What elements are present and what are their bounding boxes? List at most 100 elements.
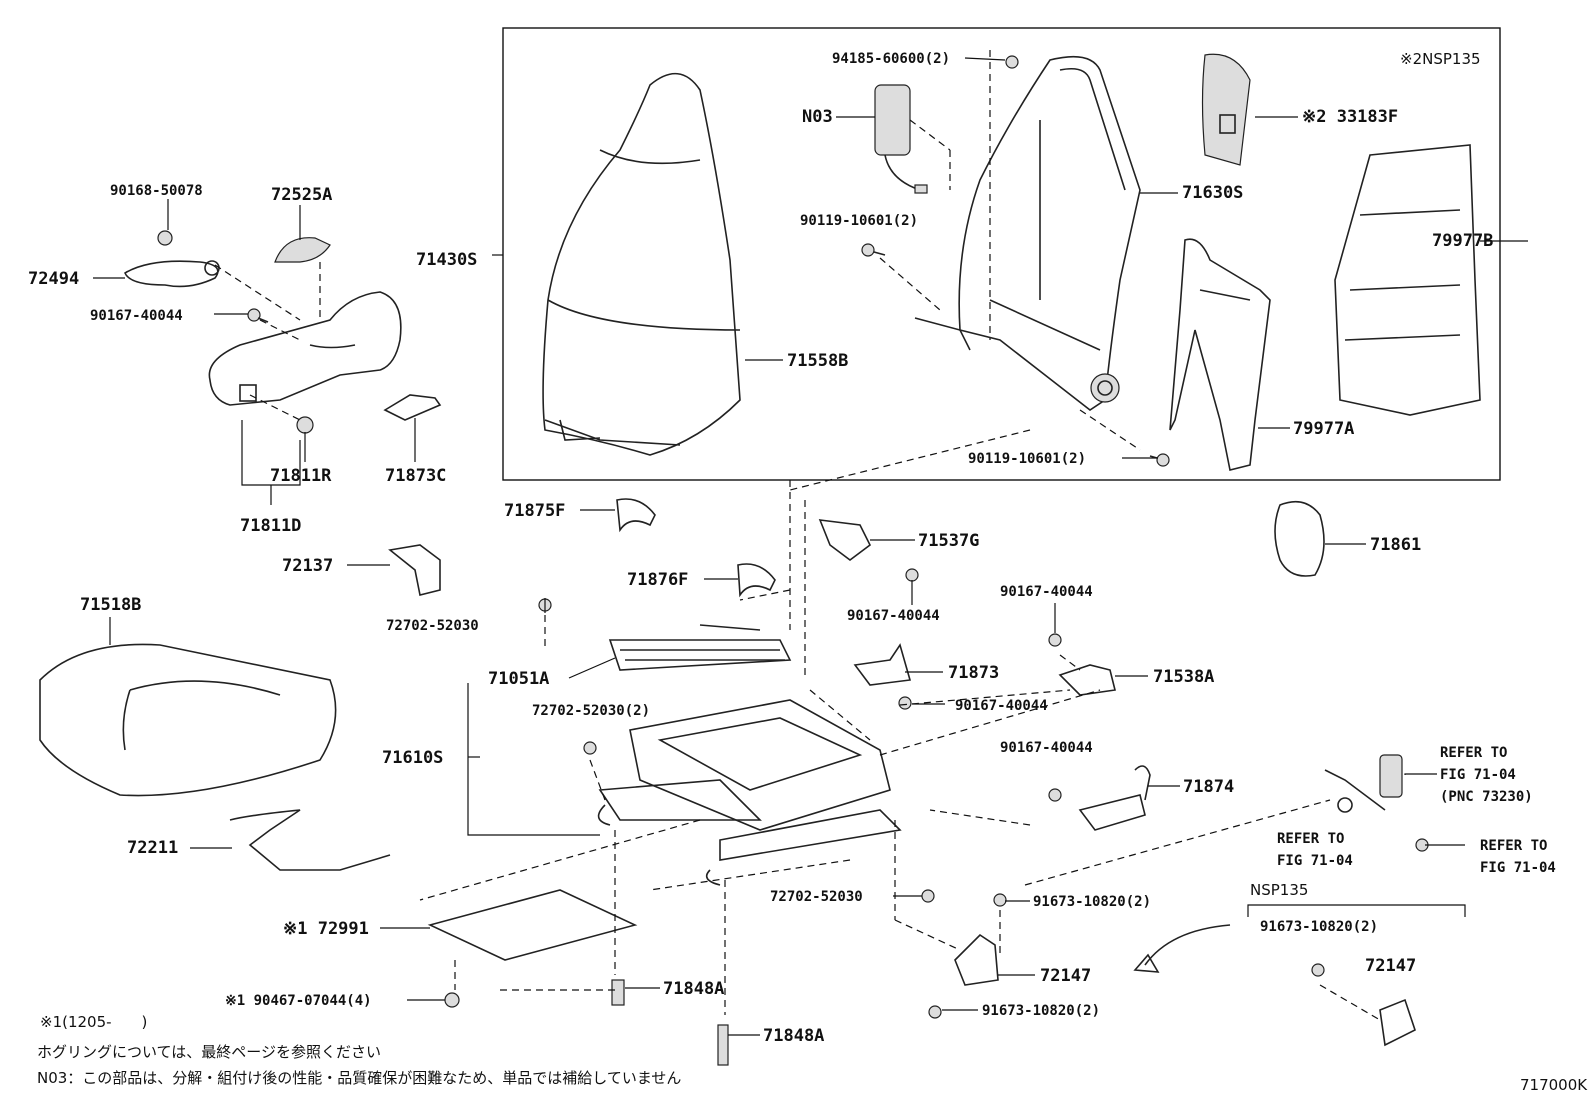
note-line-2: ホグリングについては、最終ページを参照ください (37, 1043, 381, 1061)
label-90467-07044: ※1 90467-07044(4) (225, 993, 372, 1009)
bolt-94185-shape (1005, 55, 1019, 69)
label-79977a: 79977A (1293, 419, 1354, 439)
label-91673-10820-c: 91673-10820(2) (982, 1003, 1100, 1019)
label-72137: 72137 (282, 556, 333, 576)
plate-72991-shape (427, 889, 638, 961)
seat-cushion-71518b-shape (39, 643, 337, 797)
cover-72137-shape (388, 544, 441, 596)
label-90167-40044-a: 90167-40044 (90, 308, 183, 324)
label-71630s: 71630S (1182, 183, 1243, 203)
side-airbag-shape (874, 84, 928, 194)
bracket-72147b-shape (1379, 998, 1416, 1047)
bracket-71873-shape (853, 643, 912, 686)
label-71861: 71861 (1370, 535, 1421, 555)
figure-id: 717000K (1520, 1076, 1588, 1094)
label-72211: 72211 (127, 838, 178, 858)
label-refer-1c: (PNC 73230) (1440, 789, 1533, 805)
bracket-71873c-shape (383, 394, 442, 421)
label-72525a: 72525A (271, 185, 332, 205)
wire-72211-shape (229, 809, 391, 871)
pad-79977a-shape (1169, 238, 1271, 471)
cushion-frame-71610s-shape (597, 699, 902, 886)
side-cover-71811-shape (208, 291, 402, 406)
spring-71051a-shape (608, 624, 792, 671)
label-72702-52030-c: 72702-52030 (770, 889, 863, 905)
label-71537g: 71537G (918, 531, 979, 551)
label-91673-10820-a: 91673-10820(2) (1033, 894, 1151, 910)
label-71430s: 71430S (416, 250, 477, 270)
label-nsp135-top: ※2NSP135 (1400, 50, 1481, 68)
label-72147-b: 72147 (1365, 956, 1416, 976)
label-71811r: 71811R (270, 466, 332, 486)
bolt-90167c-shape (1048, 633, 1062, 647)
label-90119-10601-b: 90119-10601(2) (968, 451, 1086, 467)
seatback-frame-shape (914, 55, 1141, 411)
label-90167-40044-b: 90167-40044 (847, 608, 940, 624)
seatback-cover-shape (542, 72, 741, 456)
label-72702-52030-b: 72702-52030(2) (532, 703, 650, 719)
label-71610s: 71610S (382, 748, 443, 768)
note-line-1: ※1(1205- ) (40, 1013, 147, 1031)
label-33183f: ※2 33183F (1302, 107, 1398, 127)
bracket-72147a-shape (954, 933, 999, 986)
label-refer-1b: FIG 71-04 (1440, 767, 1516, 783)
label-91673-10820-b: 91673-10820(2) (1260, 919, 1378, 935)
label-79977b: 79977B (1432, 231, 1493, 251)
label-72494: 72494 (28, 269, 79, 289)
label-refer-3b: FIG 71-04 (1480, 860, 1556, 876)
bolt-90167d-shape (898, 696, 912, 710)
bolt-90167a-shape (247, 308, 269, 323)
label-71848a-2: 71848A (763, 1026, 824, 1046)
bolt-90167e-shape (1048, 788, 1062, 802)
bolt-90119a-shape (861, 243, 886, 257)
replacement-arrow (1144, 924, 1231, 966)
label-nsp135-bottom: NSP135 (1250, 881, 1308, 899)
label-71873c: 71873C (385, 466, 446, 486)
label-71538a: 71538A (1153, 667, 1214, 687)
bolt-72702c-shape (921, 889, 935, 903)
lever-knob-72525a-shape (274, 237, 331, 263)
clip-90467-shape (444, 992, 460, 1008)
label-71518b: 71518B (80, 595, 141, 615)
label-72147-a: 72147 (1040, 966, 1091, 986)
nsp135-bracket-line (1247, 904, 1466, 917)
clip-71811r-shape (296, 416, 314, 434)
label-refer-2a: REFER TO (1277, 831, 1344, 847)
headrest-bracket-33183f-shape (1201, 53, 1251, 166)
label-94185-60600: 94185-60600(2) (832, 51, 950, 67)
label-90167-40044-c: 90167-40044 (1000, 584, 1093, 600)
label-refer-1a: REFER TO (1440, 745, 1507, 761)
label-72702-52030-a: 72702-52030 (386, 618, 479, 634)
label-90168-50078: 90168-50078 (110, 183, 203, 199)
label-71876f: 71876F (627, 570, 688, 590)
bolt-91673a-shape (993, 893, 1007, 907)
label-90167-40044-d: 90167-40044 (955, 698, 1048, 714)
label-71873: 71873 (948, 663, 999, 683)
bolt-91673c-shape (928, 1005, 942, 1019)
label-refer-3a: REFER TO (1480, 838, 1547, 854)
bracket-71537g-shape (818, 519, 872, 561)
pad-79977b-shape (1334, 144, 1481, 416)
bracket-71538a-shape (1058, 664, 1116, 696)
label-71875f: 71875F (504, 501, 565, 521)
bolt-90167b-shape (905, 568, 919, 582)
label-71558b: 71558B (787, 351, 848, 371)
bracket-71874-shape (1078, 765, 1151, 831)
bolt-90119b-shape (1149, 453, 1170, 467)
headrest-71861-shape (1274, 500, 1325, 577)
label-71848a-1: 71848A (663, 979, 724, 999)
bolt-72702b-shape (583, 741, 597, 755)
label-71051a: 71051A (488, 669, 549, 689)
note-line-3: N03：この部品は、分解・組付け後の性能・品質確保が困難なため、単品では補給して… (37, 1069, 681, 1087)
cover-71875f-shape (616, 498, 656, 533)
bolt-91673b-shape (1311, 963, 1325, 977)
clip-71848a1-shape (611, 979, 625, 1006)
label-71874: 71874 (1183, 777, 1234, 797)
seatback-assembly-box (502, 27, 1501, 481)
lever-72494-shape (123, 260, 220, 288)
label-71811d: 71811D (240, 516, 301, 536)
label-90119-10601-a: 90119-10601(2) (800, 213, 918, 229)
clip-71848a2-shape (717, 1024, 729, 1066)
label-90167-40044-e: 90167-40044 (1000, 740, 1093, 756)
